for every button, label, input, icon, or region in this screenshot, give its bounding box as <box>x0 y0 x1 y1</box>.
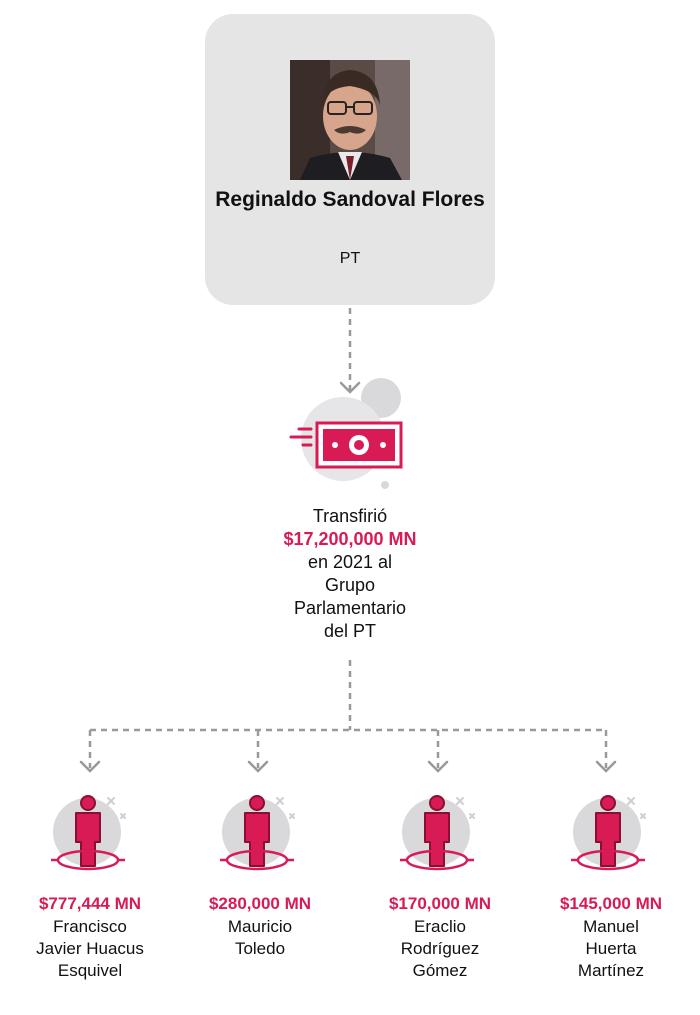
transfer-line-3: Grupo <box>324 575 376 595</box>
person-party: PT <box>339 250 361 267</box>
recipient-name: Mauricio Toledo <box>227 917 293 958</box>
transfer-line-2: en 2021 al <box>307 552 393 572</box>
recipient-amount: $777,444 MN <box>38 894 142 913</box>
recipient-1: $777,444 MN Francisco Javier Huacus Esqu… <box>5 892 175 982</box>
transfer-amount: $17,200,000 MN <box>283 529 417 549</box>
recipient-name: Francisco Javier Huacus Esquivel <box>36 917 144 980</box>
recipient-2: $280,000 MN Mauricio Toledo <box>175 892 345 960</box>
recipient-name: Manuel Huerta Martínez <box>577 917 645 980</box>
recipient-4: $145,000 MN Manuel Huerta Martínez <box>526 892 696 982</box>
transfer-description: Transfirió $17,200,000 MN en 2021 al Gru… <box>250 505 450 643</box>
recipient-name: Eraclio Rodríguez Gómez <box>400 917 480 980</box>
money-transfer-icon <box>289 378 403 489</box>
transfer-line-1: Transfirió <box>312 506 388 526</box>
person-photo <box>290 60 410 180</box>
recipient-amount: $145,000 MN <box>559 894 663 913</box>
person-name: Reginaldo Sandoval Flores <box>215 188 485 211</box>
transfer-line-4: Parlamentario <box>293 598 407 618</box>
person-target-icon <box>400 795 475 871</box>
transfer-line-5: del PT <box>323 621 377 641</box>
person-target-icon <box>571 795 646 871</box>
recipient-amount: $280,000 MN <box>208 894 312 913</box>
recipient-3: $170,000 MN Eraclio Rodríguez Gómez <box>355 892 525 982</box>
person-target-icon <box>220 795 295 871</box>
person-target-icon <box>51 795 126 871</box>
recipient-amount: $170,000 MN <box>388 894 492 913</box>
